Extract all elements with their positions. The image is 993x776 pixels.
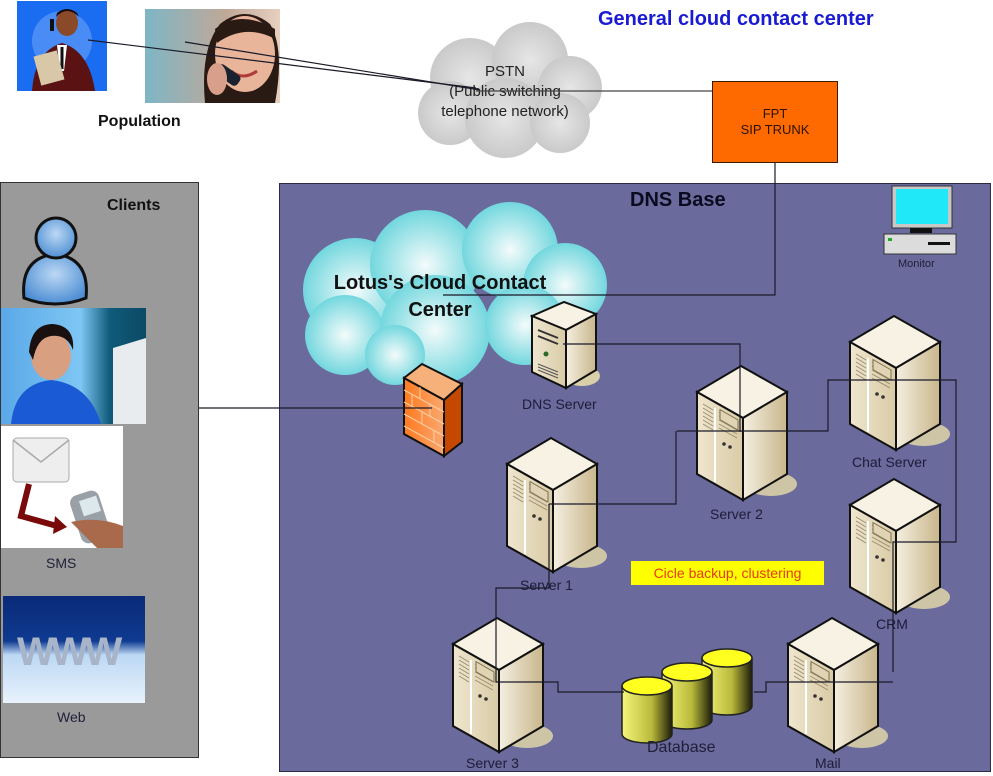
monitor-icon (883, 185, 957, 255)
web-www-text: WWW (17, 630, 122, 674)
web-label: Web (57, 709, 86, 725)
backup-note: Cicle backup, clustering (631, 561, 824, 585)
server-3-icon (452, 617, 554, 753)
server-2-icon (696, 365, 798, 501)
population-label: Population (98, 113, 181, 130)
sms-label: SMS (46, 555, 77, 571)
pstn-label-line2: (Public switching (449, 83, 561, 100)
server-1-icon (506, 437, 608, 573)
businessman-phone-image (17, 1, 107, 91)
pstn-label-line1: PSTN (484, 63, 525, 80)
database-icon (621, 648, 753, 744)
pstn-label: PSTN (Public switching telephone network… (418, 62, 592, 122)
pstn-cloud (418, 22, 602, 158)
agent-photo (1, 308, 146, 424)
dns-server-label: DNS Server (522, 396, 597, 412)
firewall-icon (402, 362, 464, 458)
sip-trunk-box: FPT SIP TRUNK (712, 81, 838, 163)
user-icon (22, 216, 88, 306)
pstn-label-line3: telephone network) (441, 103, 569, 120)
mail-server-label: Mail (815, 755, 841, 771)
clients-title: Clients (107, 197, 161, 214)
server-3-label: Server 3 (466, 755, 519, 771)
crm-server-icon (849, 478, 951, 614)
sip-trunk-line1: FPT (762, 106, 788, 121)
diagram-title: General cloud contact center (598, 8, 874, 30)
server-2-label: Server 2 (710, 506, 763, 522)
dns-server-icon (530, 300, 600, 390)
monitor-label: Monitor (898, 258, 935, 270)
lotus-cloud-label-line2: Center (408, 299, 472, 321)
database-label: Database (647, 739, 716, 756)
mail-server-icon (787, 617, 889, 753)
lotus-cloud-label-line1: Lotus's Cloud Contact (333, 272, 547, 294)
woman-phone-image (145, 9, 280, 103)
chat-server-label: Chat Server (852, 454, 927, 470)
dns-base-title: DNS Base (630, 189, 726, 211)
sip-trunk-line2: SIP TRUNK (740, 122, 810, 137)
server-1-label: Server 1 (520, 577, 573, 593)
sms-image (1, 426, 123, 548)
chat-server-icon (849, 315, 951, 451)
web-image: WWW (3, 596, 145, 703)
